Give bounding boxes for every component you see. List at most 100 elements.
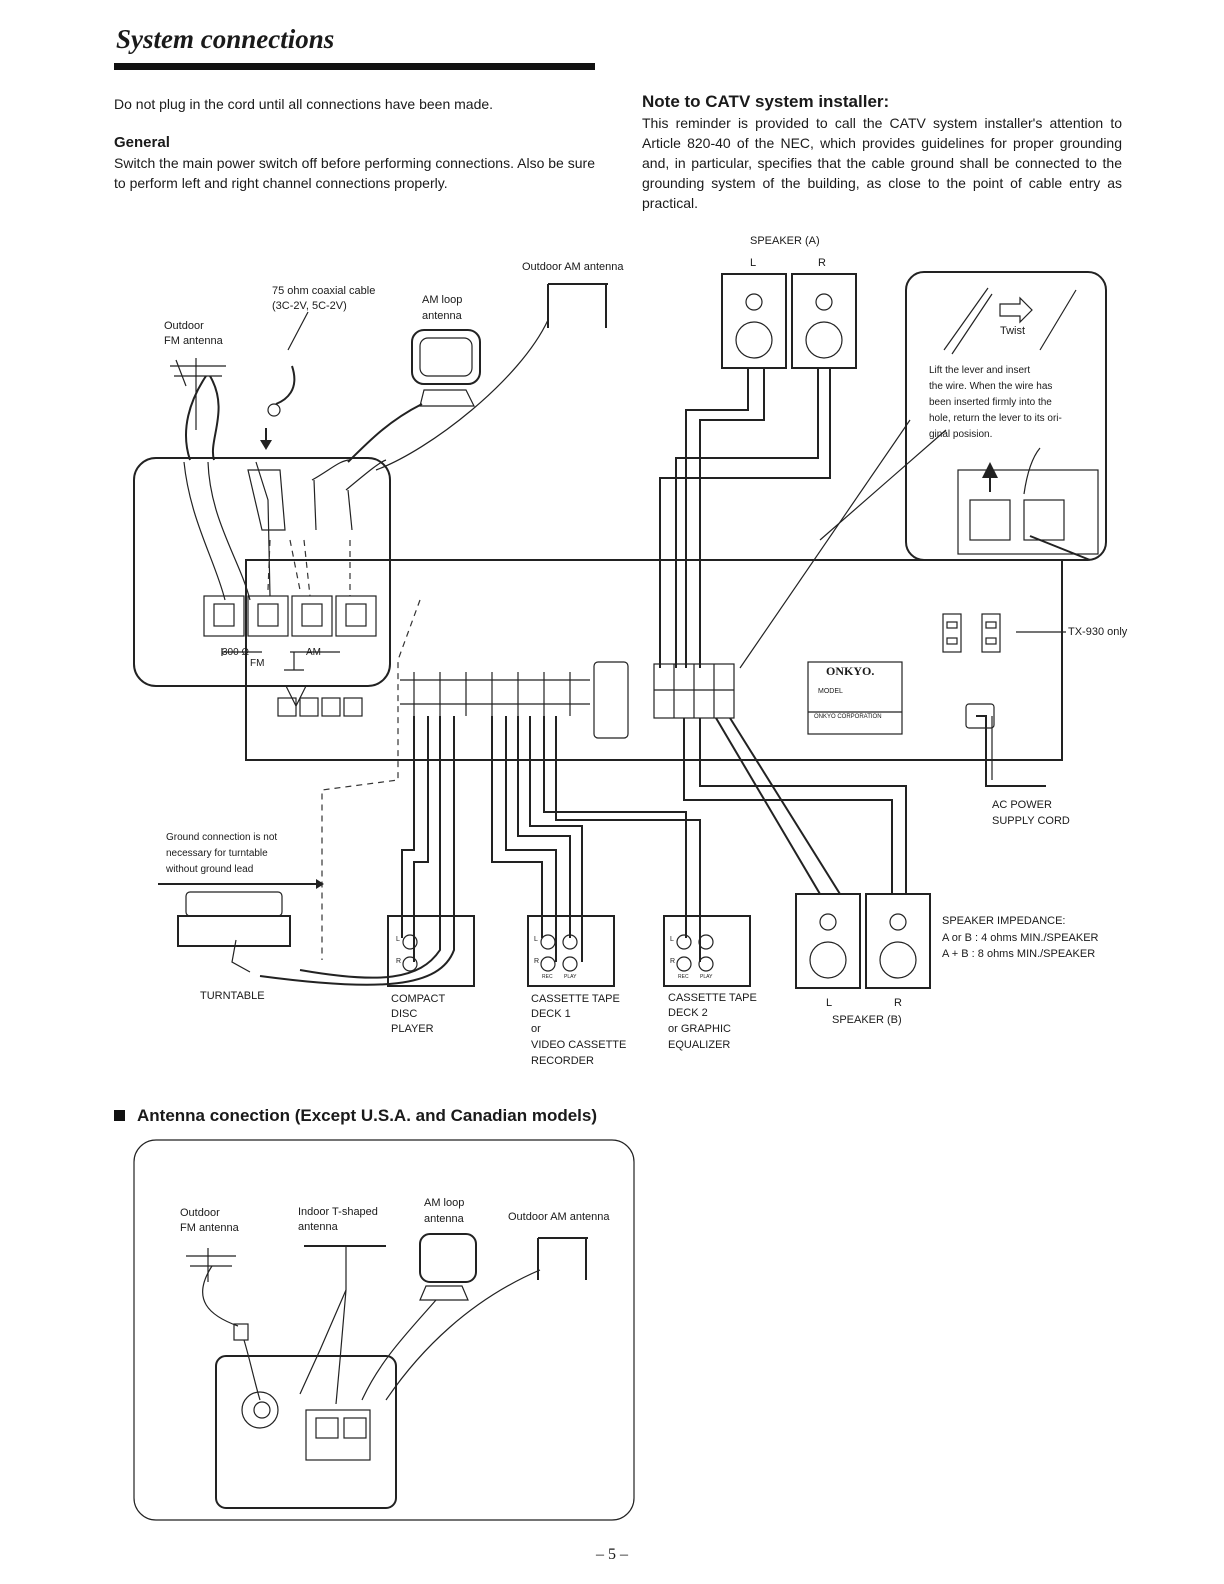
speaker-a-right	[791, 273, 857, 369]
cd-jack-l: L	[396, 936, 400, 943]
connection-notice: Do not plug in the cord until all connec…	[114, 96, 494, 112]
antenna-section-heading: Antenna conection (Except U.S.A. and Can…	[114, 1106, 597, 1126]
deck1-label-2: DECK 1	[531, 1008, 571, 1020]
deck1-label-3: or	[531, 1023, 541, 1035]
antenna2-am-loop-1: AM loop	[424, 1197, 465, 1209]
speaker-a-right-label: R	[818, 257, 826, 269]
impedance-label-3: A + B : 8 ohms MIN./SPEAKER	[942, 948, 1096, 960]
ground-note-2: necessary for turntable	[166, 848, 268, 859]
lever-instruction-2: the wire. When the wire has	[929, 381, 1053, 392]
catv-heading: Note to CATV system installer:	[642, 92, 890, 111]
lever-instruction-5: ginal posision.	[929, 429, 993, 440]
deck2-label-3: or GRAPHIC	[668, 1023, 731, 1035]
deck2-label-4: EQUALIZER	[668, 1039, 731, 1051]
speaker-b-right-label: R	[894, 997, 902, 1009]
antenna-terminal-box	[215, 1355, 397, 1509]
speaker-b-left-label: L	[826, 997, 833, 1009]
speaker-a-label: SPEAKER (A)	[750, 235, 820, 247]
deck1-jack-r: R	[534, 958, 540, 965]
cd-jack-r: R	[396, 958, 402, 965]
ac-outlet-2	[981, 613, 1001, 653]
am-loop-label-1: AM loop	[422, 294, 463, 306]
ac-power-cord	[976, 715, 1046, 787]
input-jacks	[400, 661, 629, 739]
ac-power-label-2: SUPPLY CORD	[992, 815, 1070, 827]
terminal-am-label: AM	[306, 647, 321, 658]
deck2-jack-r: R	[670, 958, 676, 965]
outdoor-fm-antenna-2	[186, 1248, 236, 1282]
antenna-terminals	[203, 595, 377, 637]
wire-insert-inset	[905, 271, 1107, 561]
cd-label-2: DISC	[391, 1008, 418, 1020]
model-plate	[807, 661, 903, 735]
tx930-label: TX-930 only	[1068, 626, 1128, 638]
speaker-b-label: SPEAKER (B)	[832, 1014, 902, 1026]
terminal-fm-label: FM	[250, 658, 265, 669]
outdoor-am-label: Outdoor AM antenna	[522, 261, 624, 273]
cassette-deck-2	[663, 915, 751, 987]
general-heading: General	[114, 134, 170, 151]
deck2-rec: REC	[678, 974, 689, 980]
ac-outlet-1	[942, 613, 962, 653]
antenna2-indoor-t-2: antenna	[298, 1221, 338, 1233]
lever-instruction-1: Lift the lever and insert	[929, 365, 1031, 376]
corp-label: ONKYO CORPORATION	[814, 714, 882, 720]
outdoor-am-antenna-2	[537, 1237, 588, 1280]
page-title: System connections	[116, 24, 335, 54]
antenna2-indoor-t-1: Indoor T-shaped	[298, 1206, 378, 1218]
antenna-connection-frame	[133, 1139, 635, 1521]
indoor-t-antenna	[304, 1245, 386, 1290]
title-rule	[114, 63, 595, 70]
page-number: – 5 –	[596, 1546, 628, 1563]
turntable	[177, 891, 291, 947]
coax-label-1: 75 ohm coaxial cable	[272, 285, 376, 297]
cd-label-1: COMPACT	[391, 993, 446, 1005]
speaker-a-left	[721, 273, 787, 369]
brand-label: ONKYO.	[826, 664, 875, 678]
antenna-section-title: Antenna conection (Except U.S.A. and Can…	[137, 1106, 598, 1125]
antenna2-outdoor-fm-2: FM antenna	[180, 1222, 239, 1234]
impedance-label-1: SPEAKER IMPEDANCE:	[942, 915, 1066, 927]
ac-inlet	[965, 703, 995, 729]
speaker-terminals	[653, 663, 735, 719]
coax-label-2: (3C-2V, 5C-2V)	[272, 300, 347, 312]
antenna2-outdoor-am: Outdoor AM antenna	[508, 1211, 610, 1223]
outdoor-am-antenna	[547, 283, 608, 328]
cd-player	[387, 915, 475, 987]
ac-power-label-1: AC POWER	[992, 799, 1052, 811]
am-loop-antenna	[411, 329, 481, 407]
lever-instruction-4: hole, return the lever to its ori-	[929, 413, 1062, 424]
general-text: Switch the main power switch off before …	[114, 155, 595, 191]
speaker-a-left-label: L	[750, 257, 757, 269]
deck1-rec: REC	[542, 974, 553, 980]
twist-label: Twist	[1000, 325, 1026, 337]
speaker-b-right	[865, 893, 931, 989]
terminal-300-label: 300 Ω	[222, 647, 249, 658]
deck2-label-2: DECK 2	[668, 1007, 708, 1019]
speaker-b-left	[795, 893, 861, 989]
am-loop-antenna-2	[419, 1233, 477, 1301]
cassette-deck-1	[527, 915, 615, 987]
impedance-label-2: A or B : 4 ohms MIN./SPEAKER	[942, 932, 1099, 944]
antenna2-outdoor-fm-1: Outdoor	[180, 1207, 220, 1219]
deck1-play: PLAY	[564, 974, 577, 980]
deck2-jack-l: L	[670, 936, 674, 943]
am-loop-label-2: antenna	[422, 310, 462, 322]
section-bullet	[114, 1110, 125, 1121]
outdoor-fm-label-2: FM antenna	[164, 335, 223, 347]
catv-text: This reminder is provided to call the CA…	[642, 115, 1122, 211]
antenna2-am-loop-2: antenna	[424, 1213, 464, 1225]
lever-instruction-3: been inserted firmly into the	[929, 397, 1052, 408]
cd-label-3: PLAYER	[391, 1023, 434, 1035]
deck1-label-4: VIDEO CASSETTE	[531, 1039, 627, 1051]
deck1-label-1: CASSETTE TAPE	[531, 993, 620, 1005]
outdoor-fm-label-1: Outdoor	[164, 320, 204, 332]
ground-note-1: Ground connection is not	[166, 832, 278, 843]
receiver-rear-panel	[245, 559, 1063, 761]
model-label: MODEL	[818, 688, 843, 695]
coax-cable	[275, 365, 296, 405]
deck1-jack-l: L	[534, 936, 538, 943]
deck2-label-1: CASSETTE TAPE	[668, 992, 757, 1004]
turntable-label: TURNTABLE	[200, 990, 265, 1002]
